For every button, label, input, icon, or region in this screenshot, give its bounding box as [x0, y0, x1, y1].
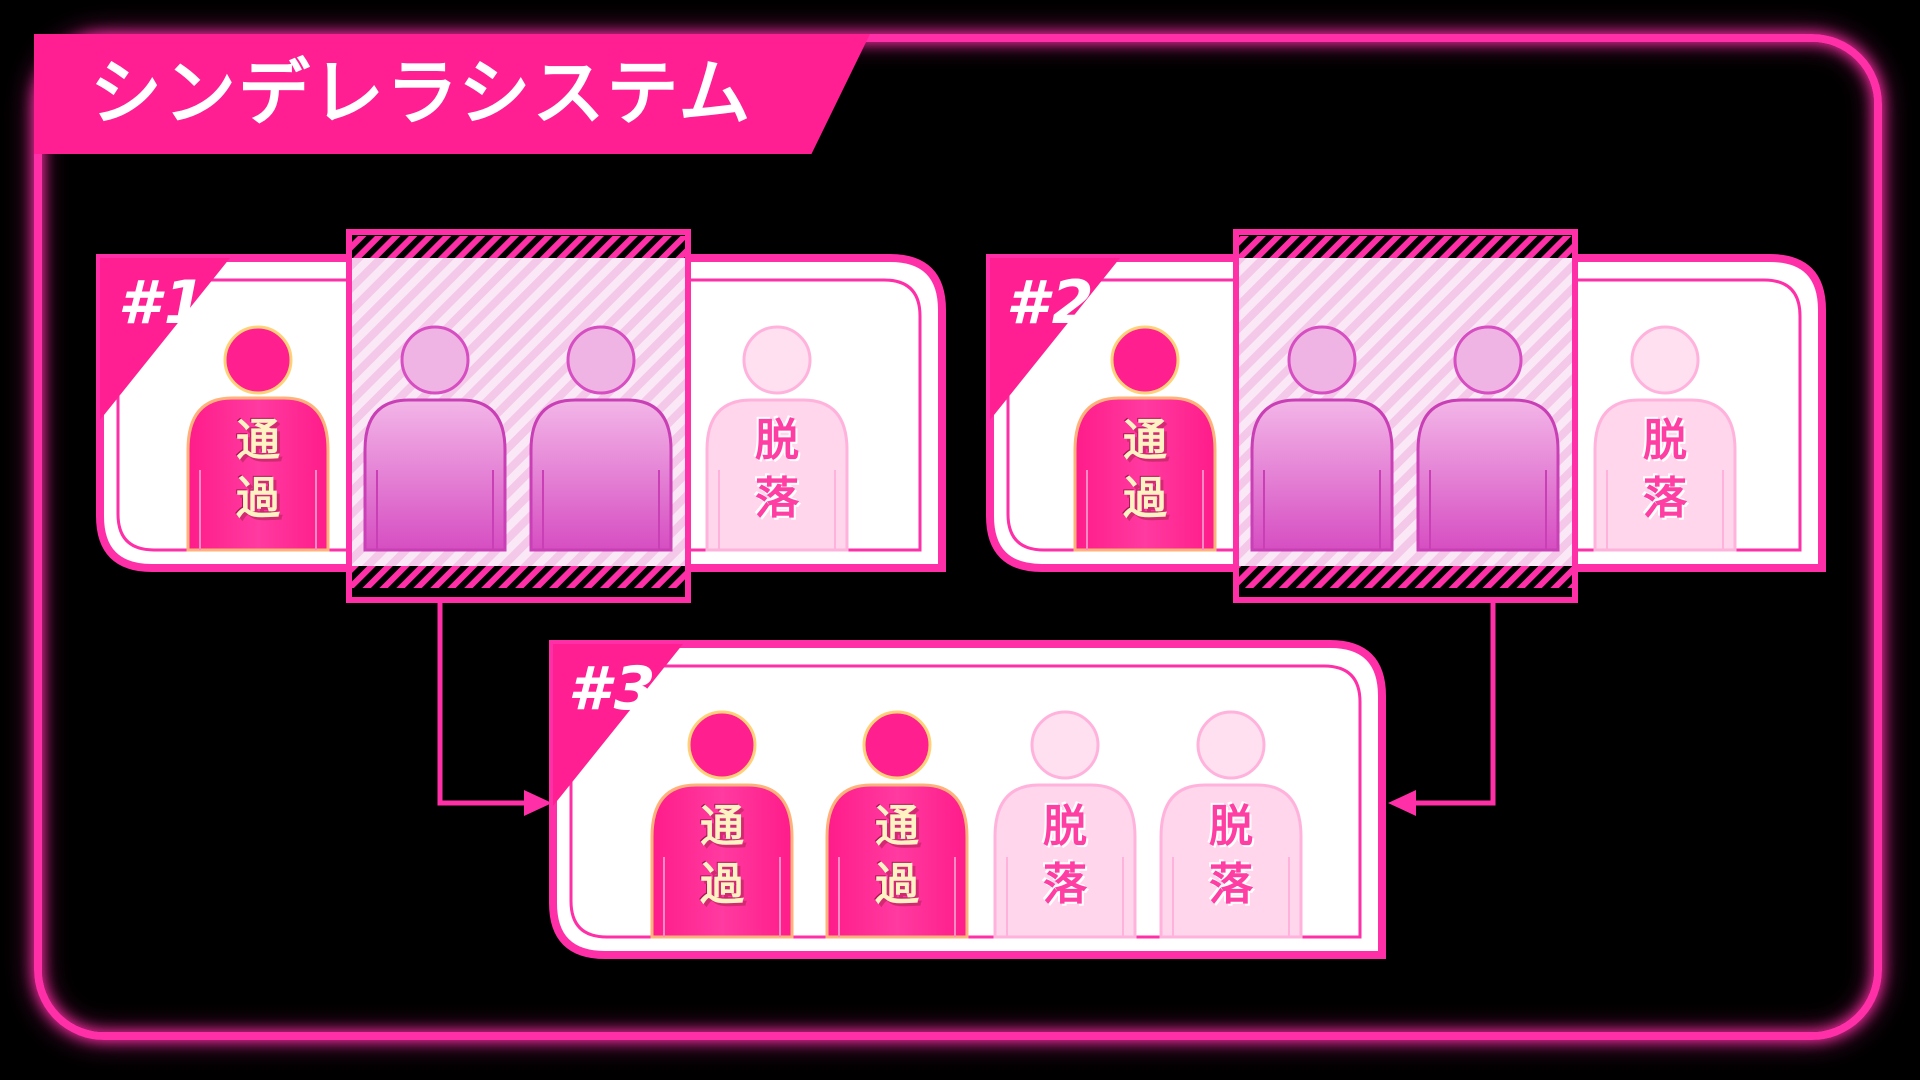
selection-box-outline-2	[1233, 229, 1578, 603]
figure-pass	[825, 710, 969, 939]
fail-label: 脱落	[755, 415, 799, 524]
fail-label: 脱落	[1043, 801, 1087, 910]
selection-box-outline-1	[346, 229, 691, 603]
pass-label: 通過	[1123, 415, 1167, 524]
arrow-1-to-3	[437, 600, 552, 816]
fail-label: 脱落	[1643, 415, 1687, 524]
pass-label: 通過	[700, 801, 744, 910]
pass-label: 通過	[236, 415, 280, 524]
figure-pass	[650, 710, 794, 939]
figure-pass	[186, 325, 330, 552]
figure-fail	[1593, 325, 1737, 552]
pass-label: 通過	[875, 801, 919, 910]
title-banner	[34, 34, 870, 154]
figure-neutral	[529, 325, 673, 552]
figure-fail	[993, 710, 1137, 939]
page-title: シンデレラシステム	[90, 51, 753, 135]
figure-pass	[1073, 325, 1217, 552]
round-number-3: #3	[568, 654, 660, 724]
figure-neutral	[1250, 325, 1394, 552]
figure-fail	[705, 325, 849, 552]
figure-neutral	[1416, 325, 1560, 552]
outer-frame	[34, 34, 1882, 1040]
figure-fail	[1159, 710, 1303, 939]
arrow-2-to-3	[1388, 600, 1496, 816]
figure-neutral	[363, 325, 507, 552]
round-number-2: #2	[1006, 268, 1098, 338]
fail-label: 脱落	[1209, 801, 1253, 910]
round-number-1: #1	[118, 268, 210, 338]
